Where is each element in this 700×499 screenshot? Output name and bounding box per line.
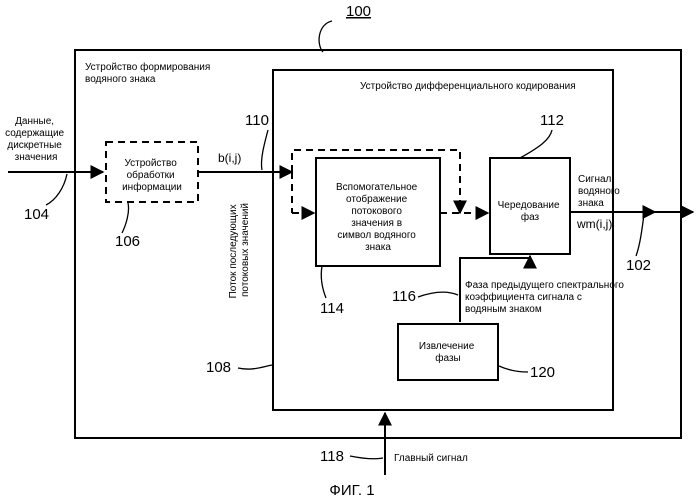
phase-interleave-label: Чередование фаз bbox=[498, 200, 563, 223]
previous-phase-label: Фаза предыдущего спектрального коэффицие… bbox=[465, 280, 627, 315]
ref-104: 104 bbox=[24, 206, 49, 223]
ref-108: 108 bbox=[206, 359, 231, 376]
leader-120 bbox=[499, 366, 528, 372]
input-data-label: Данные, содержащие дискретные значения bbox=[5, 116, 67, 163]
watermark-device-title: Устройство формирования водяного знака bbox=[85, 61, 213, 85]
ref-112: 112 bbox=[540, 112, 564, 129]
leader-114 bbox=[321, 266, 326, 298]
ref-114: 114 bbox=[320, 300, 344, 317]
ref-118: 118 bbox=[320, 448, 344, 465]
stream-variable: b(i,j) bbox=[218, 151, 241, 165]
leader-104 bbox=[46, 174, 67, 205]
phase-extraction-box bbox=[398, 324, 498, 380]
leader-116 bbox=[418, 292, 458, 297]
leader-106 bbox=[122, 203, 129, 233]
info-processing-label: Устройство обработки информации bbox=[122, 158, 182, 193]
ref-106: 106 bbox=[115, 233, 140, 250]
main-signal-label: Главный сигнал bbox=[394, 453, 468, 464]
phase-extraction-label: Извлечение фазы bbox=[419, 341, 477, 364]
figure-caption: ФИГ. 1 bbox=[329, 482, 374, 499]
differential-encoder-title: Устройство дифференциального кодирования bbox=[360, 80, 576, 92]
leader-118 bbox=[350, 456, 383, 459]
ref-120: 120 bbox=[530, 364, 555, 381]
output-signal-label: Сигнал водяного знака bbox=[578, 174, 623, 209]
leader-112 bbox=[520, 130, 552, 158]
stream-vertical-label: Поток последующих потоковых значений bbox=[228, 202, 251, 299]
mapping-box-label: Вспомогательное отображение потокового з… bbox=[336, 182, 420, 253]
ref-110: 110 bbox=[245, 112, 269, 129]
leader-100 bbox=[319, 21, 332, 52]
ref-100: 100 bbox=[346, 3, 371, 20]
output-variable: wm(i,j) bbox=[576, 217, 612, 231]
leader-110 bbox=[261, 130, 268, 170]
leader-102 bbox=[636, 214, 644, 256]
ref-116: 116 bbox=[392, 288, 416, 305]
leader-108 bbox=[238, 365, 272, 369]
ref-102: 102 bbox=[626, 257, 651, 274]
